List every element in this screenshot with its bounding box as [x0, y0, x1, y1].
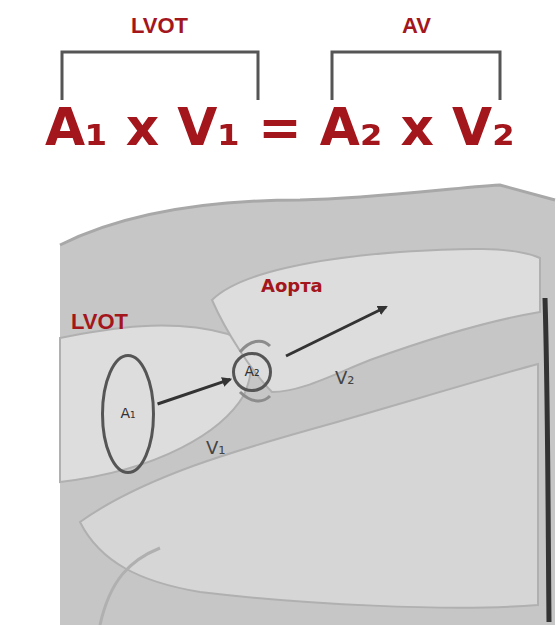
heart-tissue	[60, 185, 555, 625]
heart-outline	[60, 185, 555, 245]
flow-arrow	[286, 307, 386, 356]
ellipse-shape	[103, 356, 154, 473]
area-circle: A₂	[232, 352, 272, 392]
section-label: AV	[402, 14, 431, 38]
region-label: Аорта	[261, 276, 323, 296]
av-bracket	[332, 52, 500, 100]
valve-leaflet	[240, 341, 270, 352]
continuity-equation: A₁ x V₁ = A₂ x V₂	[45, 99, 515, 156]
valve-leaflet	[240, 392, 270, 401]
lvot-bracket	[62, 52, 258, 100]
region-label: LVOT	[71, 310, 128, 334]
outer-border	[545, 298, 549, 622]
ellipse-shape	[234, 354, 271, 391]
wall-line	[100, 548, 160, 625]
velocity-label: V₂	[335, 368, 355, 388]
flow-arrow	[158, 379, 231, 404]
ventricle-cavity	[80, 364, 538, 608]
area-ellipse: A₁	[101, 354, 155, 474]
section-label: LVOT	[131, 14, 188, 38]
brackets	[62, 52, 500, 100]
aorta-cavity	[212, 249, 540, 392]
area-label: A₁	[120, 406, 135, 421]
area-label: A₂	[244, 364, 259, 379]
velocity-label: V₁	[206, 438, 226, 458]
